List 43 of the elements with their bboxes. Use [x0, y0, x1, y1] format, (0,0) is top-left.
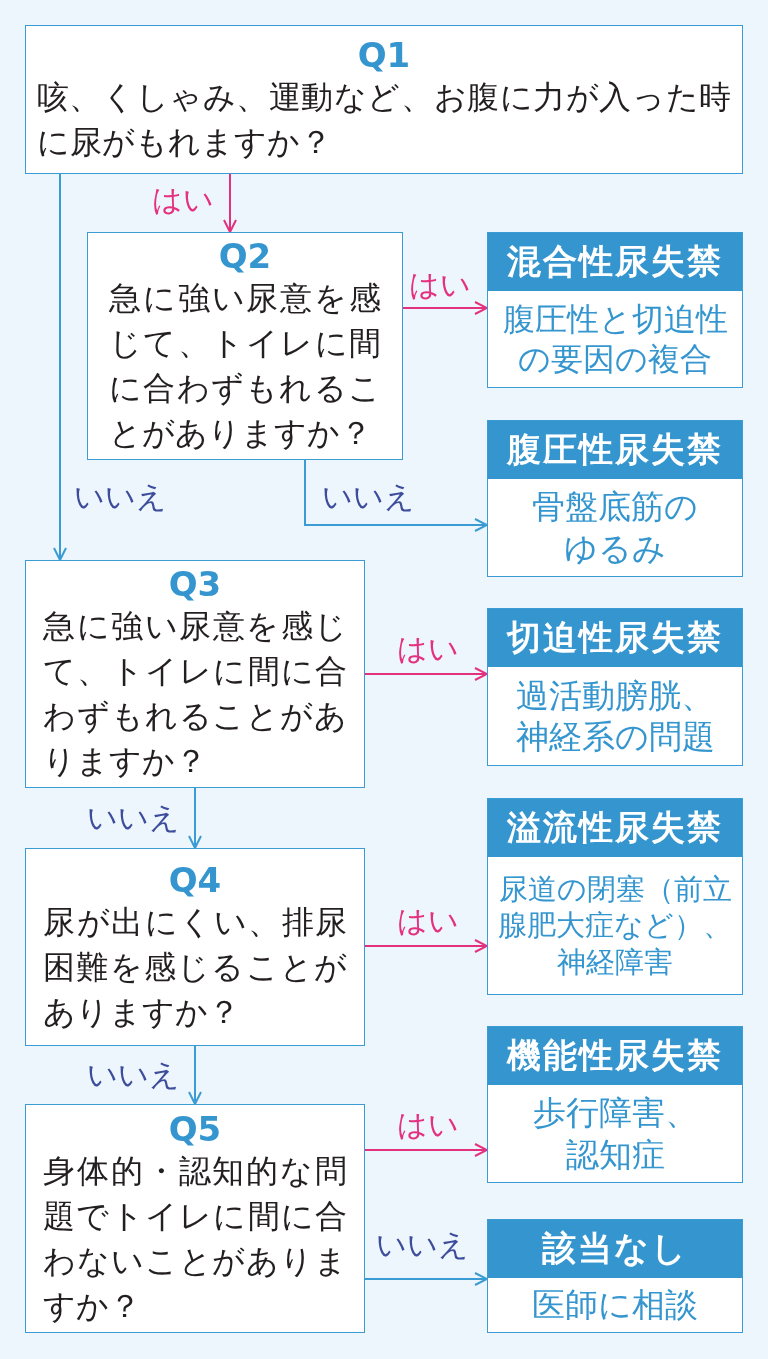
- question-box: [25, 560, 365, 788]
- question-number: Q2: [218, 236, 272, 276]
- result-heading: 腹圧性尿失禁: [488, 421, 742, 479]
- result-box: [487, 608, 743, 766]
- question-box: [87, 232, 403, 460]
- question-number: Q5: [168, 1108, 222, 1149]
- result-heading: 切迫性尿失禁: [488, 609, 742, 667]
- question-text: 急に強い尿意を感じて、トイレに間に合わずもれることがありますか？: [43, 606, 347, 782]
- result-heading: 溢流性尿失禁: [488, 799, 742, 857]
- arrow: [402, 301, 488, 315]
- arrow: [364, 939, 488, 953]
- result-text: 腹圧性と切迫性の要因の複合: [501, 299, 729, 379]
- result-text: 骨盤底筋のゆるみ: [531, 486, 699, 569]
- question-number: Q1: [357, 34, 411, 75]
- question-text: 咳、くしゃみ、運動など、お腹に力が入った時に尿がもれますか？: [36, 76, 732, 163]
- arrow: [364, 667, 488, 681]
- question-box: [25, 848, 365, 1046]
- result-box: [487, 798, 743, 995]
- result-heading: 機能性尿失禁: [488, 1027, 742, 1085]
- result-text: 尿道の閉塞（前立腺肥大症など）、神経障害: [497, 871, 733, 980]
- question-number: Q3: [168, 564, 222, 604]
- result-box: [487, 232, 743, 388]
- arrow: [188, 1045, 202, 1105]
- result-text: 過活動膀胱、神経系の問題: [514, 674, 716, 758]
- result-text: 歩行障害、認知症: [531, 1092, 699, 1175]
- question-number: Q4: [168, 859, 222, 900]
- result-text: 医師に相談: [532, 1284, 698, 1326]
- question-box: [25, 25, 743, 174]
- result-heading: 該当なし: [488, 1220, 742, 1278]
- arrow: [304, 459, 488, 532]
- question-text: 尿が出にくい、排尿困難を感じることがありますか？: [43, 901, 347, 1033]
- result-box: [487, 1026, 743, 1183]
- arrow: [364, 1272, 488, 1286]
- arrow: [53, 173, 67, 561]
- question-text: 急に強い尿意を感じて、トイレに間に合わずもれることがありますか？: [109, 278, 381, 454]
- arrow: [364, 1143, 488, 1157]
- arrow: [188, 787, 202, 849]
- question-text: 身体的・認知的な問題でトイレに間に合わないことがありますか？: [43, 1150, 347, 1327]
- arrow: [223, 173, 237, 233]
- result-box: [487, 420, 743, 577]
- result-box: [487, 1219, 743, 1333]
- question-box: [25, 1104, 365, 1333]
- result-heading: 混合性尿失禁: [488, 233, 742, 291]
